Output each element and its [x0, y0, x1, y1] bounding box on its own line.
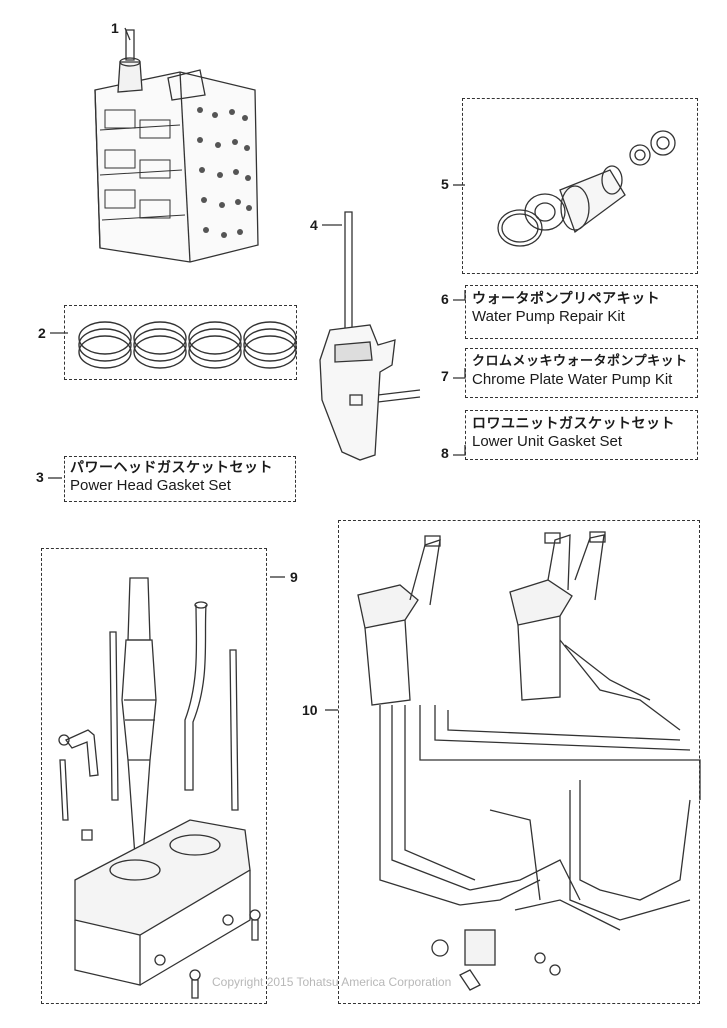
copyright-watermark: Copyright 2015 Tohatsu America Corporati… — [212, 975, 452, 989]
lower-unit-illustration — [319, 211, 421, 461]
piston-ring-box — [64, 305, 297, 380]
label-water-pump-repair: ウォータポンプリペアキット Water Pump Repair Kit — [472, 290, 660, 326]
item-number-6: 6 — [441, 291, 449, 307]
item-number-4: 4 — [310, 217, 318, 233]
label-chrome-pump-jp: クロムメッキウォータポンプキット — [472, 354, 688, 369]
remote-control-illustration — [357, 531, 701, 991]
power-head-gasket-box — [64, 456, 296, 502]
label-lower-gasket-en: Lower Unit Gasket Set — [472, 433, 623, 450]
item-number-3: 3 — [36, 469, 44, 485]
item-number-5: 5 — [441, 176, 449, 192]
label-water-pump-repair-en: Water Pump Repair Kit — [472, 308, 625, 325]
remote-control-box — [338, 520, 700, 1004]
driveshaft-kit-box — [41, 548, 267, 1004]
label-chrome-pump: クロムメッキウォータポンプキット Chrome Plate Water Pump… — [472, 353, 688, 389]
driveshaft-kit-illustration — [58, 577, 261, 999]
chrome-pump-box — [465, 348, 698, 398]
item-number-1: 1 — [111, 20, 119, 36]
label-water-pump-repair-jp: ウォータポンプリペアキット — [472, 291, 661, 307]
label-lower-gasket-jp: ロワユニットガスケットセット — [472, 416, 675, 432]
item-number-10: 10 — [302, 702, 318, 718]
lower-gasket-box — [465, 410, 698, 460]
label-power-head-gasket-en: Power Head Gasket Set — [70, 477, 231, 494]
water-pump-illustration — [497, 130, 676, 247]
item-number-8: 8 — [441, 445, 449, 461]
power-head-illustration — [94, 29, 259, 263]
label-power-head-gasket-jp: パワーヘッドガスケットセット — [70, 460, 273, 476]
label-chrome-pump-en: Chrome Plate Water Pump Kit — [472, 371, 673, 388]
water-pump-repair-box — [465, 285, 698, 339]
item-number-7: 7 — [441, 368, 449, 384]
item-number-2: 2 — [38, 325, 46, 341]
label-power-head-gasket: パワーヘッドガスケットセット Power Head Gasket Set — [70, 459, 273, 495]
water-pump-box — [462, 98, 698, 274]
item-number-9: 9 — [290, 569, 298, 585]
label-lower-gasket: ロワユニットガスケットセット Lower Unit Gasket Set — [472, 415, 675, 451]
